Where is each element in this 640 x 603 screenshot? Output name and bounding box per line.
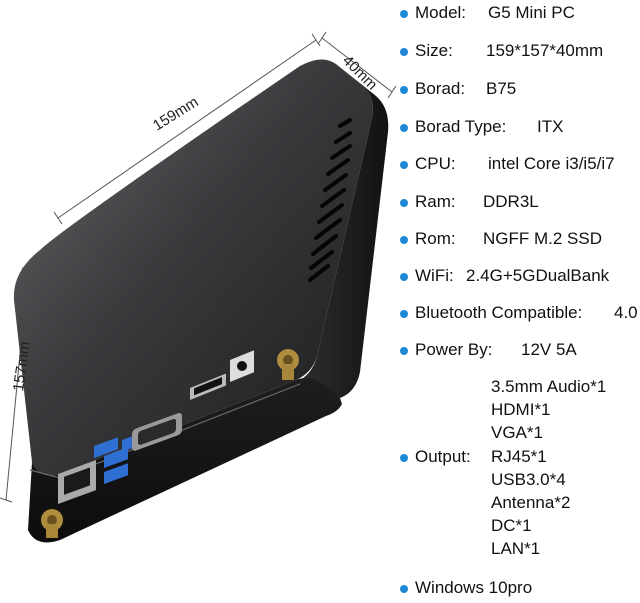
dc-port [230, 350, 254, 382]
output-item: Antenna*2 [491, 493, 571, 512]
bullet-icon [400, 124, 408, 132]
mini-pc-illustration [0, 31, 397, 543]
bullet-icon [400, 236, 408, 244]
lan-port [58, 460, 96, 504]
bullet-icon [400, 161, 408, 169]
bullet-icon [400, 86, 408, 94]
vga-port [132, 413, 182, 451]
antenna-connector [41, 509, 63, 538]
hdmi-port [190, 373, 226, 401]
output-item: DC*1 [491, 516, 532, 535]
antenna-connector [277, 349, 299, 380]
bullet-icon [400, 454, 408, 462]
output-item: VGA*1 [491, 423, 543, 442]
bullet-icon [400, 585, 408, 593]
output-item: RJ45*1 [491, 447, 547, 466]
bullet-icon [400, 10, 408, 18]
ports [41, 349, 299, 538]
bullet-icon [400, 48, 408, 56]
bullet-icon [400, 347, 408, 355]
chassis-side [300, 64, 389, 398]
bullet-icon [400, 199, 408, 207]
bullet-icon [400, 310, 408, 318]
output-item: LAN*1 [491, 539, 541, 558]
output-item: 3.5mm Audio*1 [491, 377, 607, 396]
chassis-front [28, 378, 342, 543]
output-item: HDMI*1 [491, 400, 551, 419]
bullet-icon [400, 273, 408, 281]
vent-grille [308, 118, 352, 282]
output-item: USB3.0*4 [491, 470, 566, 489]
